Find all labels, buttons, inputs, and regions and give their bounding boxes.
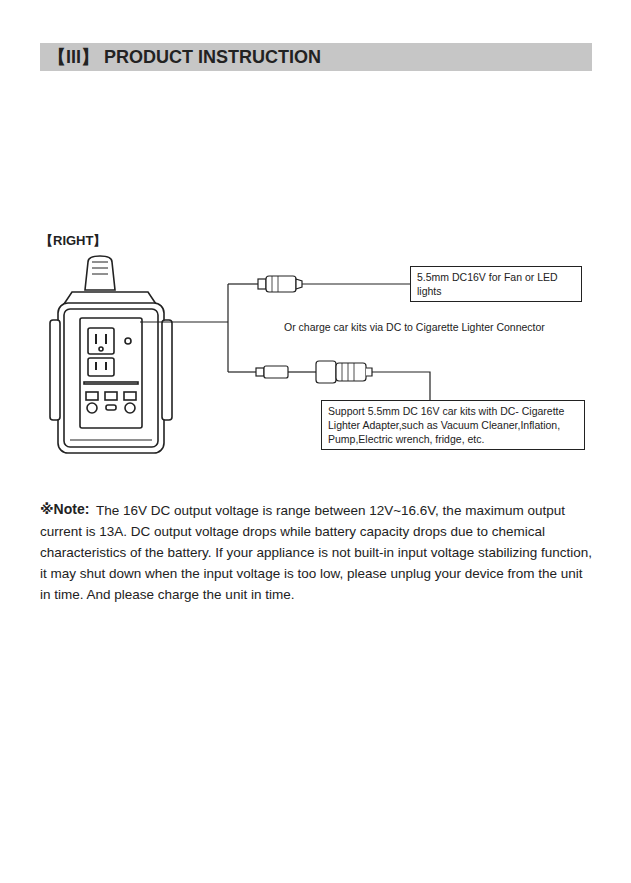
section-label: 【RIGHT】 (40, 232, 106, 250)
power-station (50, 256, 172, 453)
note-label: ※Note: (40, 501, 89, 517)
note-text: The 16V DC output voltage is range betwe… (40, 500, 594, 605)
callout-box: 5.5mm DC16V for Fan or LED lights (410, 266, 582, 302)
heading-band (40, 43, 592, 71)
dc-plug (258, 276, 302, 292)
wire-label: Or charge car kits via DC to Cigarette L… (284, 321, 545, 333)
callout-box: Support 5.5mm DC 16V car kits with DC- C… (321, 400, 585, 450)
heading-text: 【III】 PRODUCT INSTRUCTION (48, 46, 321, 68)
callout-text: Support 5.5mm DC 16V car kits with DC- C… (328, 404, 578, 446)
leader-wire (140, 284, 430, 400)
callout-text: 5.5mm DC16V for Fan or LED lights (417, 270, 575, 298)
cigarette-adapter (256, 361, 372, 383)
